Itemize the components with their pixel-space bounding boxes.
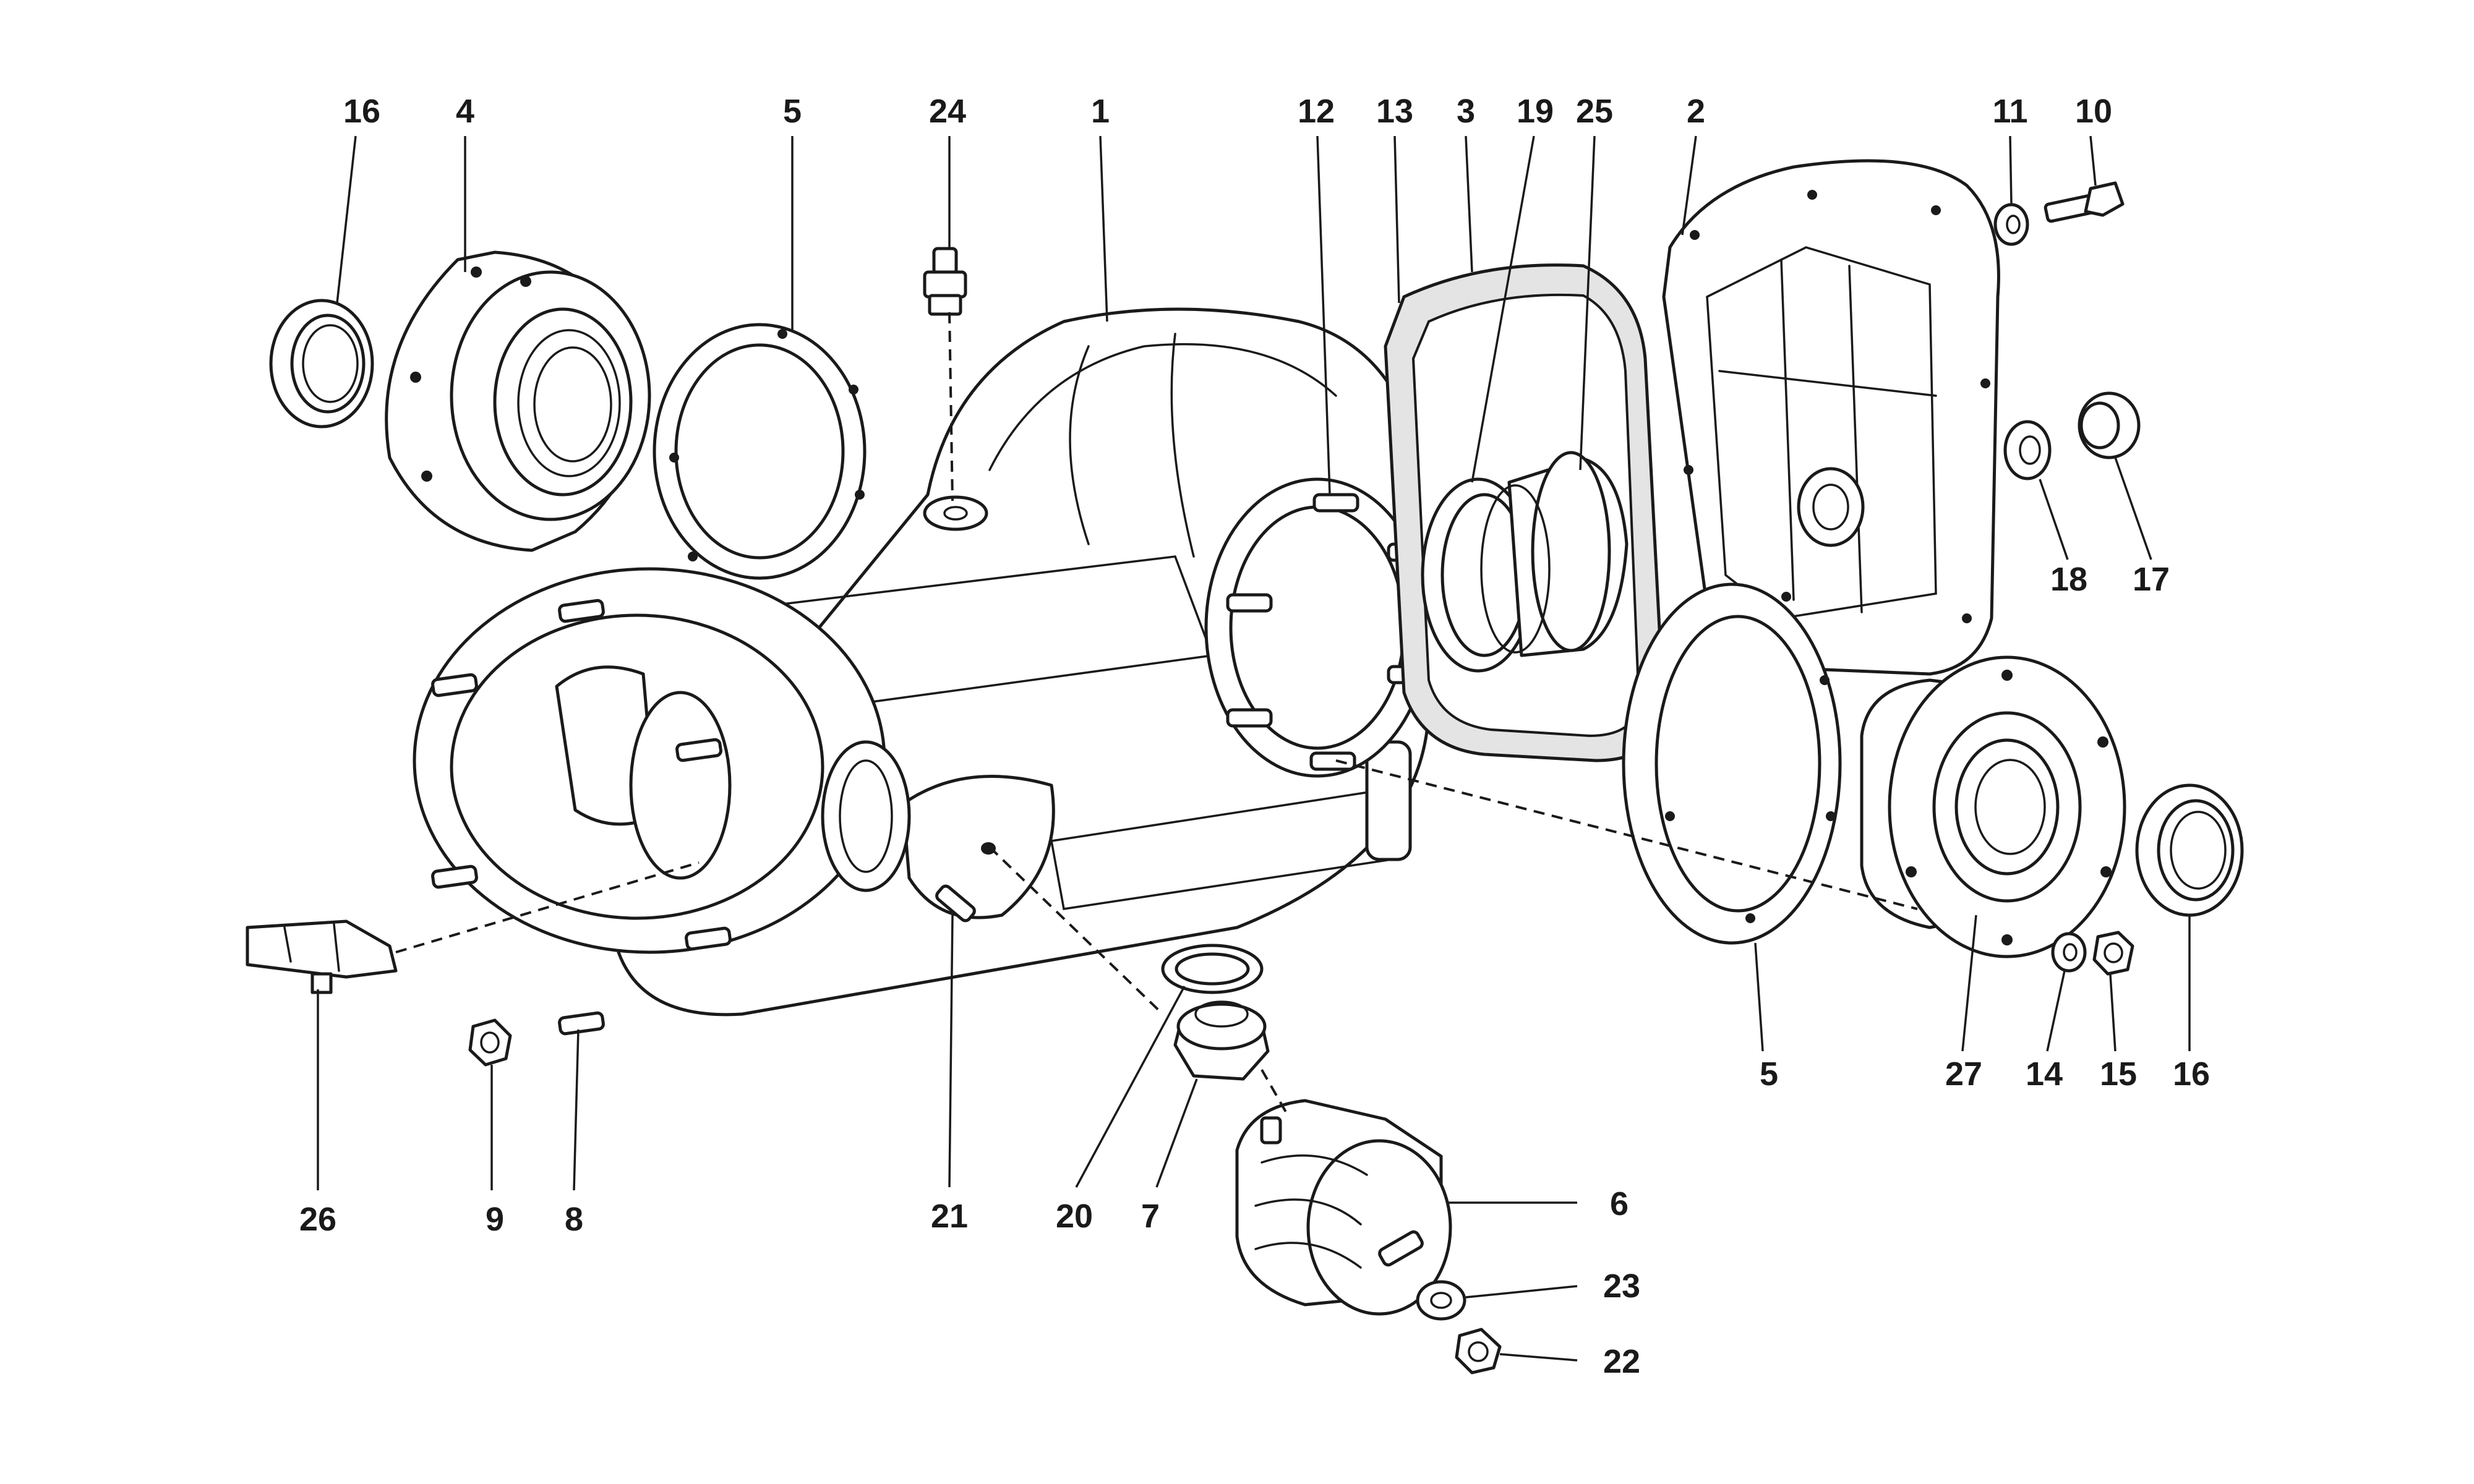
callout-21: 21 [931, 1198, 968, 1235]
callout-22: 22 [1603, 1343, 1640, 1380]
callout-18: 18 [2050, 561, 2087, 598]
callout-3: 3 [1457, 93, 1475, 130]
part-o-ring [1421, 477, 1536, 673]
part-breather-plug [923, 247, 967, 316]
assembly-dashed-lines [395, 312, 1918, 1114]
part-stud-21 [935, 884, 976, 923]
part-housing-left-bell [413, 567, 911, 954]
callout-24: 24 [929, 93, 966, 130]
part-washer-small [1993, 203, 2029, 246]
callout-26: 26 [299, 1201, 336, 1238]
callout-10: 10 [2075, 93, 2112, 130]
callout-20: 20 [1056, 1198, 1093, 1235]
part-bracket [246, 919, 398, 994]
callout-17: 17 [2133, 561, 2170, 598]
part-washer-14 [2051, 932, 2087, 973]
part-housing-right-flange [1204, 477, 1431, 778]
callout-9: 9 [486, 1201, 504, 1238]
part-rear-cover [1662, 159, 2000, 676]
callout-11: 11 [1992, 93, 2027, 130]
part-sealing-washer [1161, 944, 1264, 994]
part-washer-drain [2003, 420, 2052, 480]
part-bearing-cup [1480, 451, 1629, 657]
callout-1: 1 [1091, 93, 1110, 130]
callout-6: 6 [1610, 1185, 1629, 1222]
callout-labels: 16 4 5 24 1 12 13 3 19 25 2 11 10 18 17 … [299, 93, 2210, 1380]
part-gasket-ring-top [653, 323, 867, 580]
leader-lines [317, 135, 2191, 1362]
callout-16-left: 16 [343, 93, 380, 130]
callout-2: 2 [1687, 93, 1705, 130]
callout-4: 4 [456, 93, 474, 130]
part-rubber-mount [1235, 1099, 1452, 1316]
callout-5-top: 5 [783, 93, 802, 130]
part-drain-plug [2078, 391, 2141, 459]
callout-19: 19 [1517, 93, 1554, 130]
callout-27: 27 [1945, 1055, 1982, 1093]
part-washer-23 [1416, 1280, 1466, 1321]
callout-14: 14 [2026, 1055, 2063, 1093]
part-bearing-housing-left [385, 250, 651, 552]
callout-23: 23 [1603, 1268, 1640, 1305]
callout-13: 13 [1376, 93, 1413, 130]
part-bearing-housing-right [1860, 655, 2126, 958]
part-nut-15 [2092, 931, 2134, 976]
part-oil-seal-left [269, 299, 374, 429]
part-gasket-ring-right [1622, 582, 1842, 945]
callout-12: 12 [1298, 93, 1335, 130]
part-oil-seal-right [2135, 783, 2244, 917]
callout-8: 8 [565, 1201, 583, 1238]
part-nut-22 [1455, 1328, 1502, 1375]
callout-25: 25 [1576, 93, 1613, 130]
part-nut-9 [468, 1018, 512, 1067]
callout-7: 7 [1141, 1198, 1160, 1235]
part-filler-plug [1173, 1000, 1270, 1081]
part-studs-left-bell [431, 599, 732, 1036]
part-bolt [2044, 181, 2125, 223]
callout-5-right: 5 [1760, 1055, 1778, 1093]
callout-15: 15 [2100, 1055, 2137, 1093]
callout-16-right: 16 [2173, 1055, 2210, 1093]
